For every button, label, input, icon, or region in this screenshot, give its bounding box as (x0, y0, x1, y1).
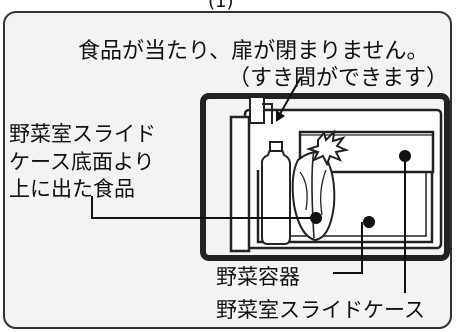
leader-container (333, 216, 375, 274)
bottle-icon (261, 141, 291, 245)
top-marker: (1) (208, 0, 234, 12)
food-label-line1: 野菜室スライド (9, 122, 156, 146)
leader-slide-case (399, 150, 411, 293)
food-label-line3: 上に出た食品 (9, 177, 135, 201)
collision-burst-icon (305, 129, 350, 167)
food-label-line2: ケース底面より (9, 150, 155, 174)
vegetable-container-outline (256, 170, 434, 244)
gap-arrow (276, 76, 302, 122)
header-line2: （すき間ができます） (228, 66, 449, 91)
door-bar (229, 115, 251, 253)
leader-food (91, 196, 322, 224)
container-label: 野菜容器 (216, 265, 300, 289)
door-handle (249, 96, 265, 124)
door-gap-top (262, 103, 273, 124)
header-line1: 食品が当たり、扉が閉まりません。 (78, 39, 429, 64)
slide-case-label: 野菜室スライドケース (216, 298, 425, 322)
